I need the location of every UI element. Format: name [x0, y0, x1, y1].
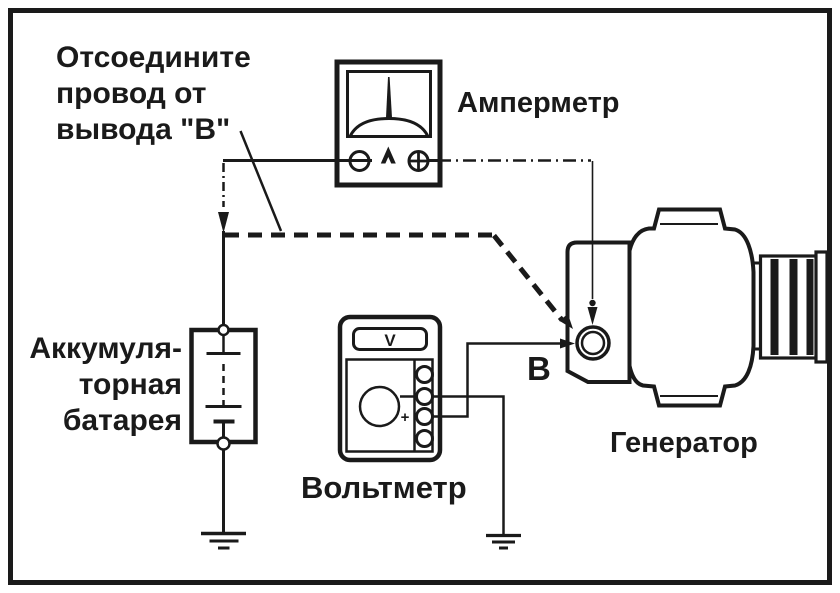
- voltmeter-dial: [358, 385, 401, 428]
- voltmeter-terminal: [415, 365, 434, 384]
- voltmeter-terminal: [415, 387, 434, 406]
- generator-symbol: [565, 207, 829, 408]
- disconnected-wire-dashed-diag: [492, 233, 564, 322]
- wire-voltmeter-to-ground: [431, 395, 505, 535]
- battery-label-line-3: батарея: [62, 404, 182, 437]
- pulley-rib: [770, 259, 779, 355]
- terminal-b-label: В: [527, 350, 551, 387]
- plus-marker-icon: +: [401, 409, 410, 426]
- instruction-line-1: Отсоедините: [56, 41, 251, 74]
- generator-pulley: [750, 250, 829, 364]
- voltmeter-terminal: [415, 429, 434, 448]
- voltmeter-display-letter: V: [384, 331, 396, 350]
- generator-body: [626, 207, 756, 408]
- wire-voltmeter-to-terminal-b: [431, 342, 560, 418]
- voltmeter-display: [352, 327, 428, 351]
- battery-label: Аккумуля- торная батарея: [12, 331, 182, 439]
- down-arrow-icon: [587, 307, 598, 325]
- disconnect-annotation: [218, 130, 573, 329]
- instruction-line-3: вывода "В": [56, 113, 231, 146]
- instruction-line-2: провод от: [56, 77, 207, 110]
- ground-icon: [201, 531, 246, 550]
- pulley-end-plate: [814, 250, 829, 364]
- minus-terminal-icon: [348, 150, 371, 172]
- voltmeter-symbol: V +: [337, 314, 575, 550]
- battery-bottom-terminal: [216, 436, 231, 451]
- ammeter-scale-arc: [349, 116, 429, 137]
- generator-front-housing: [565, 240, 632, 384]
- terminal-b-ring-inner: [580, 330, 606, 356]
- battery-top-terminal: [217, 323, 230, 337]
- probe-dot: [589, 299, 596, 307]
- battery-label-line-2: торная: [78, 368, 182, 401]
- battery-label-line-1: Аккумуля-: [29, 332, 182, 365]
- voltmeter-label: Вольтметр: [301, 470, 467, 505]
- ammeter-pointer-icon: [380, 146, 396, 164]
- right-arrow-icon: [560, 338, 575, 349]
- ammeter-label: Амперметр: [457, 87, 620, 119]
- generator-label: Генератор: [610, 427, 758, 459]
- diag-arrow-icon: [559, 313, 573, 329]
- voltmeter-terminal: [415, 407, 434, 426]
- down-arrow-icon: [218, 212, 229, 233]
- voltmeter-panel: [345, 358, 434, 453]
- pulley-rib: [789, 259, 798, 355]
- pulley-rib: [806, 259, 814, 355]
- instruction-label: Отсоедините провод от вывода "В": [56, 40, 251, 148]
- leader-line: [239, 130, 283, 232]
- ground-icon: [486, 533, 521, 550]
- battery-symbol: [189, 231, 258, 550]
- ammeter-needle: [386, 77, 392, 118]
- ammeter-to-generator-wire: [429, 159, 598, 325]
- diagram-border: [8, 8, 832, 585]
- ammeter-symbol: [223, 59, 443, 188]
